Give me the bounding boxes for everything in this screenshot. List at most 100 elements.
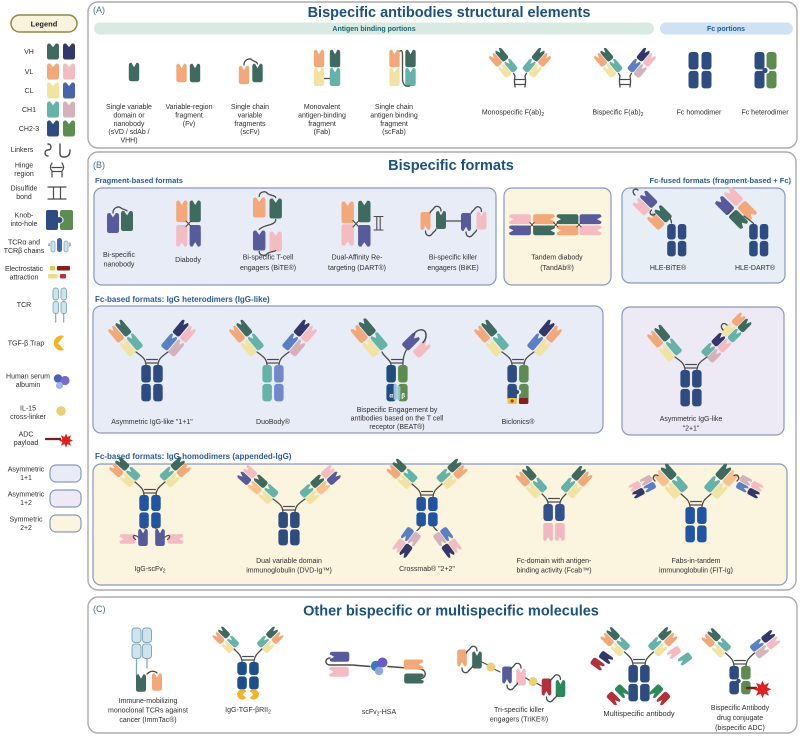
svg-text:into-hole: into-hole [11,221,38,228]
svg-text:Asymmetric: Asymmetric [8,467,45,474]
svg-text:Bispecific antibodies structur: Bispecific antibodies structural element… [308,5,591,21]
svg-text:Bispecific formats: Bispecific formats [388,158,514,174]
svg-text:VHH): VHH) [120,138,137,145]
svg-text:domain or: domain or [113,112,145,119]
svg-text:(B): (B) [93,160,105,170]
svg-text:β: β [69,242,72,247]
svg-text:fragment: fragment [308,121,336,128]
svg-text:1+1: 1+1 [20,475,32,482]
svg-text:Fc-based formats: IgG heterodi: Fc-based formats: IgG heterodimers (IgG-… [95,295,270,304]
svg-text:Single variable: Single variable [106,104,152,111]
svg-text:VL: VL [25,69,34,76]
svg-text:Fc-based formats: IgG homodime: Fc-based formats: IgG homodimers (append… [95,452,292,461]
svg-text:Asymmetric IgG-like "1+1": Asymmetric IgG-like "1+1" [111,419,193,426]
svg-text:binding activity (Fcab™): binding activity (Fcab™) [516,568,591,575]
svg-text:engagers (BiKE): engagers (BiKE) [427,265,478,272]
svg-text:Knob-: Knob- [15,213,34,220]
svg-text:Asymmetric IgG-like: Asymmetric IgG-like [660,416,723,423]
svg-text:bond: bond [16,194,32,201]
svg-text:Fc-fused formats (fragment-bas: Fc-fused formats (fragment-based + Fc) [650,176,792,185]
svg-text:Variable-region: Variable-region [166,104,213,111]
svg-text:albumin: albumin [16,382,41,389]
svg-text:(Fab): (Fab) [314,129,331,136]
svg-text:nanobody: nanobody [104,262,135,269]
svg-text:Diabody: Diabody [175,257,201,264]
svg-text:TCR: TCR [17,302,31,309]
svg-text:IgG-TGF-βRII2: IgG-TGF-βRII2 [225,707,271,716]
svg-text:Legend: Legend [31,20,58,29]
svg-text:(scFv): (scFv) [240,129,259,136]
svg-text:Monospecific F(ab)2: Monospecific F(ab)2 [482,110,545,119]
svg-text:Bi-specific: Bi-specific [103,252,135,259]
svg-text:Asymmetric: Asymmetric [8,492,45,499]
svg-text:β: β [401,394,405,400]
svg-text:Fc portions: Fc portions [707,26,745,33]
svg-text:Hinge: Hinge [15,163,33,170]
svg-text:Linkers: Linkers [11,147,34,154]
svg-text:monoclonal TCRs against: monoclonal TCRs against [108,708,188,715]
svg-text:DuoBody®: DuoBody® [256,418,291,426]
svg-text:Dual-Affinity Re-: Dual-Affinity Re- [332,255,384,262]
svg-text:Fc homodimer: Fc homodimer [677,110,722,117]
svg-text:Bi-specific T-cell: Bi-specific T-cell [243,255,294,262]
svg-text:receptor (BEAT®): receptor (BEAT®) [369,423,424,431]
svg-text:Tri-specific killer: Tri-specific killer [494,707,545,714]
svg-text:"2+1": "2+1" [683,426,700,433]
svg-text:Single chain: Single chain [231,104,269,111]
svg-text:1+2: 1+2 [20,500,32,507]
svg-text:Fragment-based formats: Fragment-based formats [95,176,183,185]
svg-text:nanobody: nanobody [114,121,145,128]
svg-text:TGF-β Trap: TGF-β Trap [8,341,45,348]
svg-text:Other bispecific or multispeci: Other bispecific or multispecific molecu… [303,604,599,620]
svg-text:Fc-domain with antigen-: Fc-domain with antigen- [517,558,592,565]
svg-text:antigen binding: antigen binding [370,112,418,119]
svg-text:TCRβ chains: TCRβ chains [4,248,45,255]
svg-text:HLE-BiTE®: HLE-BiTE® [650,264,687,272]
svg-text:IL-15: IL-15 [20,406,36,413]
svg-text:α: α [48,242,51,247]
svg-text:fragment: fragment [380,121,408,128]
svg-text:Electrostatic: Electrostatic [5,266,44,273]
svg-text:Monovalent: Monovalent [304,104,340,111]
svg-text:(A): (A) [93,5,105,15]
svg-text:immunoglobulin (DVD-Ig™): immunoglobulin (DVD-Ig™) [246,568,332,575]
svg-text:attraction: attraction [10,275,39,282]
svg-text:Tandem diabody: Tandem diabody [531,255,583,262]
svg-text:Antigen binding portions: Antigen binding portions [332,26,415,33]
svg-text:(bispecific ADC): (bispecific ADC) [715,725,765,732]
svg-text:payload: payload [14,440,39,447]
svg-text:Symmetric: Symmetric [9,517,43,524]
svg-text:ADC: ADC [19,432,34,439]
svg-text:scFv2-HSA: scFv2-HSA [362,709,397,718]
svg-text:CH2-3: CH2-3 [19,126,39,133]
svg-text:VH: VH [24,49,34,56]
svg-text:CL: CL [25,88,34,95]
svg-text:Biclonics®: Biclonics® [502,418,536,426]
svg-text:cross-linker: cross-linker [10,414,46,421]
svg-text:(sVD / sdAb /: (sVD / sdAb / [108,129,149,136]
svg-text:antigen-binding: antigen-binding [298,112,346,119]
svg-text:immunoglobulin (FIT-Ig): immunoglobulin (FIT-Ig) [659,568,733,575]
svg-text:Human serum: Human serum [6,374,50,381]
svg-text:Fc heterodimer: Fc heterodimer [741,110,789,117]
svg-text:Immune-mobilizing: Immune-mobilizing [119,698,178,705]
svg-text:Crossmab® "2+2": Crossmab® "2+2" [399,565,455,573]
svg-text:Fabs-in-tandem: Fabs-in-tandem [671,558,720,565]
svg-text:variable: variable [238,112,263,119]
svg-text:TCRα and: TCRα and [8,240,40,247]
svg-text:targeting (DART®): targeting (DART®) [328,264,386,272]
svg-text:region: region [14,171,34,178]
svg-text:Bi-specific killer: Bi-specific killer [429,255,478,262]
svg-text:Multispecific antibody: Multispecific antibody [603,709,675,718]
svg-text:fragments: fragments [234,121,266,128]
svg-text:fragment: fragment [175,112,203,119]
svg-text:engagers (BiTE®): engagers (BiTE®) [240,264,296,272]
svg-text:HLE-DART®: HLE-DART® [735,264,776,272]
svg-text:IgG-scFv2: IgG-scFv2 [134,566,165,575]
svg-text:antibodies based on the T cell: antibodies based on the T cell [351,416,444,423]
svg-text:Single chain: Single chain [375,104,413,111]
svg-text:α: α [389,394,393,400]
svg-text:(C): (C) [93,604,106,614]
svg-text:Bispecific Antibody: Bispecific Antibody [711,705,770,712]
svg-text:engagers (TriKE®): engagers (TriKE®) [490,716,548,724]
